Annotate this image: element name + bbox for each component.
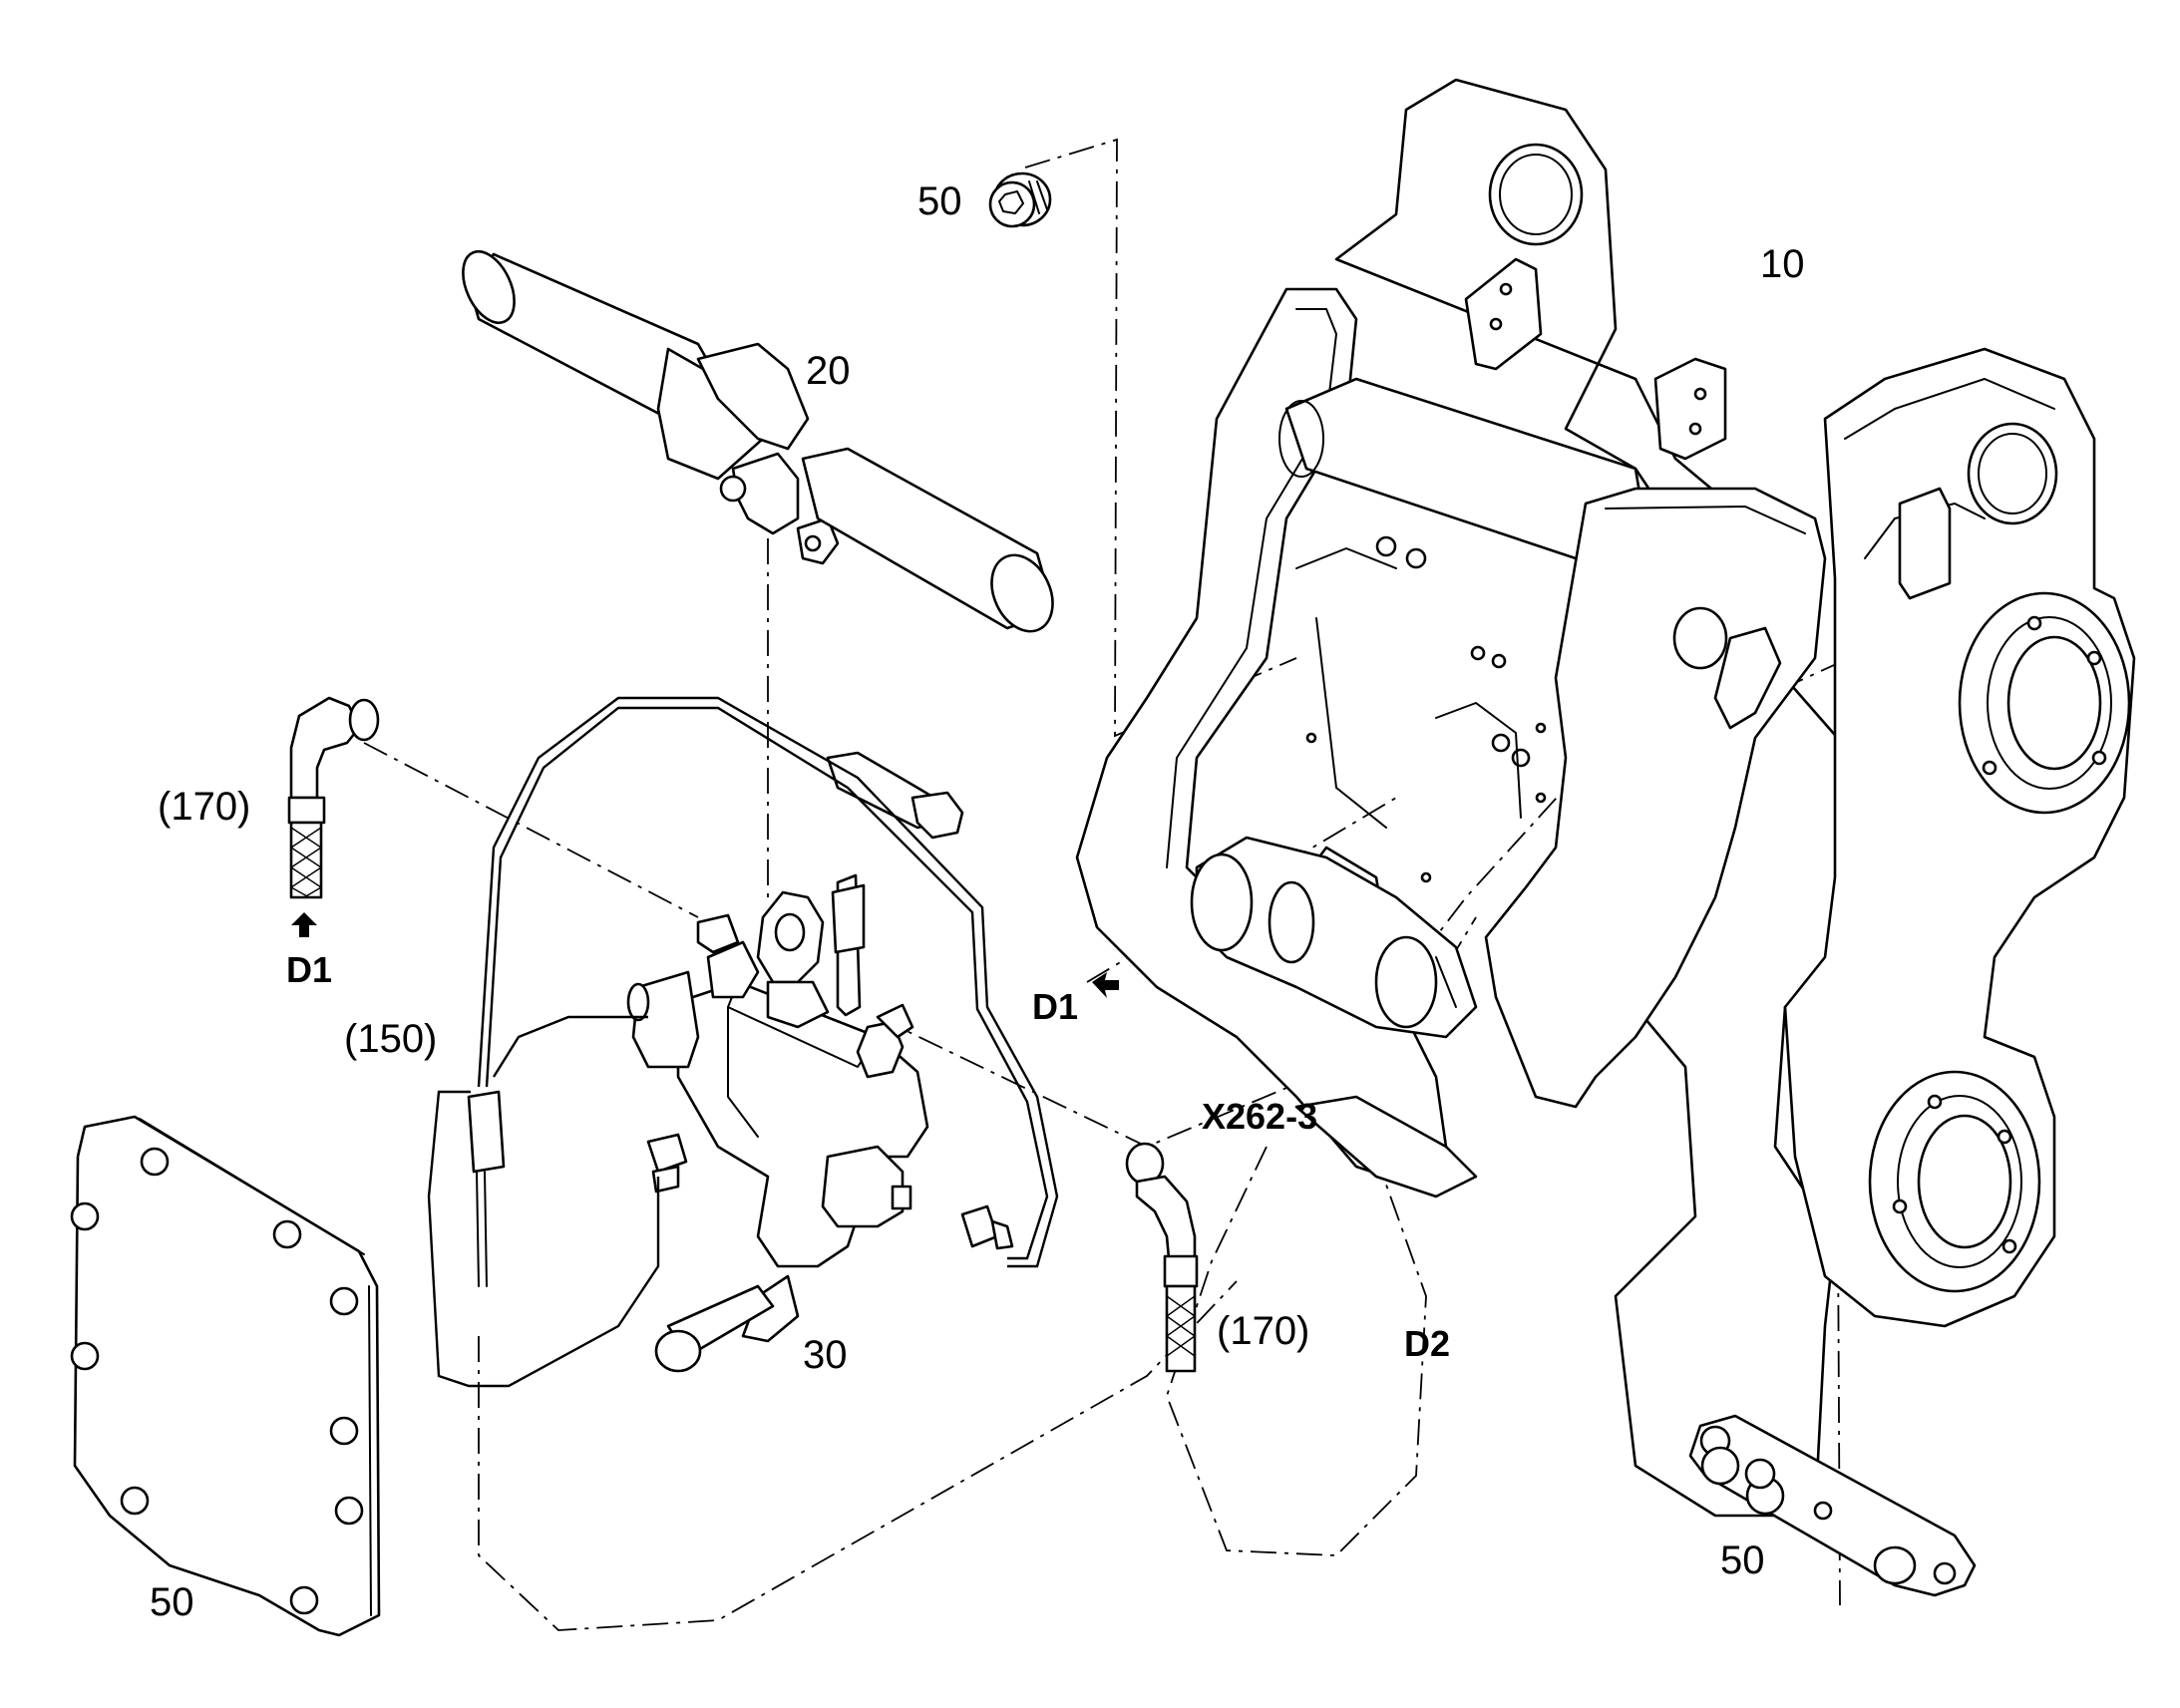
label-d1-left: D1 xyxy=(286,949,332,990)
label-hose-right: (170) xyxy=(1217,1309,1309,1353)
d1-frame-arrow-icon xyxy=(1092,972,1119,998)
hose-right-part xyxy=(1125,1142,1199,1373)
valve-part xyxy=(626,751,1014,1373)
plug-part xyxy=(988,171,1052,228)
label-bracket: 50 xyxy=(1720,1538,1765,1582)
frame-part xyxy=(1075,78,2136,1518)
label-harness: (150) xyxy=(344,1017,437,1061)
label-plug-top: 50 xyxy=(917,179,962,223)
label-d2: D2 xyxy=(1404,1323,1450,1364)
label-valve: 30 xyxy=(803,1333,848,1377)
label-frame: 10 xyxy=(1760,242,1805,286)
hose-left-part xyxy=(287,696,380,937)
cylinder-part xyxy=(462,250,1054,633)
label-cover-plate: 50 xyxy=(150,1580,194,1624)
label-d1-frame: D1 xyxy=(1032,986,1078,1027)
harness-part xyxy=(427,696,1059,1388)
labels: 10 20 50 (170) D1 (150) D1 X262-3 30 (17… xyxy=(150,179,1805,1624)
label-cylinder: 20 xyxy=(806,349,851,393)
label-hose-left: (170) xyxy=(158,785,250,829)
cover-plate-part xyxy=(70,1115,381,1637)
label-x262-3: X262-3 xyxy=(1202,1096,1317,1137)
bracket-part xyxy=(1688,1414,1977,1597)
